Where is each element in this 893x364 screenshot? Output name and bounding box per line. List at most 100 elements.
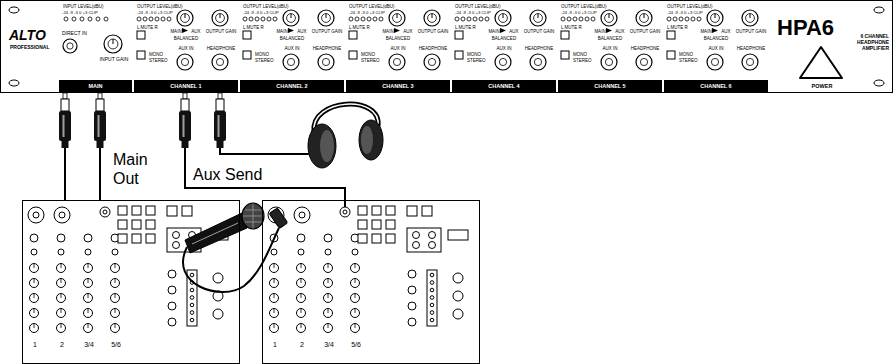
jack-ring (495, 54, 511, 70)
ear-cup (308, 124, 336, 168)
knob-body (424, 10, 440, 26)
panel-label: OUTPUT LEVEL(dBU) (349, 4, 394, 9)
panel-label: OUTPUT GAIN (418, 29, 449, 34)
knob-cap (322, 14, 331, 23)
knob-pointer (61, 309, 62, 313)
channel-knob (351, 324, 360, 333)
knob-pointer (432, 14, 433, 18)
master-knob (213, 273, 223, 283)
trim-knob (112, 249, 118, 255)
plug-body (214, 111, 226, 141)
jack-panel (132, 220, 141, 229)
knob-body (177, 10, 193, 26)
knob-body (104, 35, 122, 53)
channel-knob (30, 294, 39, 303)
plug-strain-relief (97, 141, 104, 148)
knob-pointer (644, 14, 645, 18)
panel-label: -24 -9 -3 0 +3 CLIP (137, 11, 173, 16)
panel-label: OUTPUT GAIN (736, 29, 767, 34)
led (355, 17, 359, 21)
led (567, 17, 571, 21)
knob-pointer (115, 279, 116, 283)
section-band: CHANNEL 5 (558, 80, 662, 92)
push-button (349, 31, 357, 39)
led (473, 17, 477, 21)
knob-pointer (328, 294, 329, 298)
panel-label: -24 -9 -3 0 +3 CLIP (455, 11, 491, 16)
push-button (137, 51, 145, 59)
channel-knob (297, 279, 306, 288)
panel-label: HEADPHONE (207, 46, 236, 51)
knob-pointer (355, 309, 356, 313)
xlr-plug (269, 208, 288, 228)
knob-pointer (61, 324, 62, 328)
master-knob (408, 302, 416, 310)
mixer: 123/45/6 (22, 200, 240, 364)
channel-knob (30, 309, 39, 318)
panel-label: OUTPUT GAIN (206, 29, 237, 34)
jack-ring (283, 54, 299, 70)
jack-plug (59, 93, 71, 148)
aux-jack (340, 207, 350, 217)
ear-cushion (361, 126, 373, 154)
trim-knob (352, 249, 358, 255)
panel-label: MAIN (700, 29, 711, 34)
knob (283, 10, 299, 26)
knob-pointer (34, 309, 35, 313)
output-jack (429, 232, 436, 239)
panel-label: OUTPUT LEVEL(dBU) (667, 4, 712, 9)
panel-label: L MUTE R (667, 25, 688, 30)
knob-pointer (61, 294, 62, 298)
panel-label: HEADPHONE (525, 46, 554, 51)
channel-knob (111, 324, 120, 333)
output-jack (173, 232, 180, 239)
knob-pointer (274, 279, 275, 283)
knob-body (283, 10, 299, 26)
channel-knob (84, 294, 93, 303)
panel-label: INPUT LEVEL(dBU) (63, 4, 103, 9)
trim-knob (85, 249, 91, 255)
led (591, 17, 595, 21)
xlr-pins (299, 212, 305, 218)
jack-panel (386, 206, 395, 215)
knob-pointer (328, 309, 329, 313)
knob-body (212, 10, 228, 26)
plug-sleeve (216, 99, 224, 111)
jack-panel (358, 220, 367, 229)
knob-pointer (115, 309, 116, 313)
channel-knob (324, 294, 333, 303)
routing-arrow (394, 28, 400, 33)
panel-label: STEREO (467, 58, 486, 63)
channel-knob (270, 279, 279, 288)
knob-pointer (274, 264, 275, 268)
panel-label: OUTPUT GAIN (312, 29, 343, 34)
jack-panel (132, 206, 141, 215)
jack-ring (63, 39, 77, 53)
jack-socket (424, 54, 440, 70)
section-band: CHANNEL 3 (346, 80, 450, 92)
led (485, 17, 489, 21)
panel-label: AUX IN (390, 46, 405, 51)
knob-cap (499, 14, 508, 23)
panel-label: OUTPUT LEVEL(dBU) (137, 4, 182, 9)
knob-cap (711, 14, 720, 23)
knob (318, 10, 334, 26)
rack-hole (874, 7, 884, 13)
knob-pointer (88, 264, 89, 268)
knob-pointer (34, 279, 35, 283)
led (685, 17, 689, 21)
channel-knob (111, 264, 120, 273)
knob-pointer (301, 324, 302, 328)
master-knob (408, 270, 416, 278)
panel-label: HEADPHONE (313, 46, 342, 51)
led (96, 17, 100, 21)
jack-socket (318, 54, 334, 70)
push-button (349, 51, 357, 59)
knob-cap (534, 14, 543, 23)
channel-knob (297, 264, 306, 273)
meter-led (430, 281, 434, 285)
knob-pointer (538, 14, 539, 18)
jack-panel (358, 234, 367, 243)
channel-knob (324, 279, 333, 288)
